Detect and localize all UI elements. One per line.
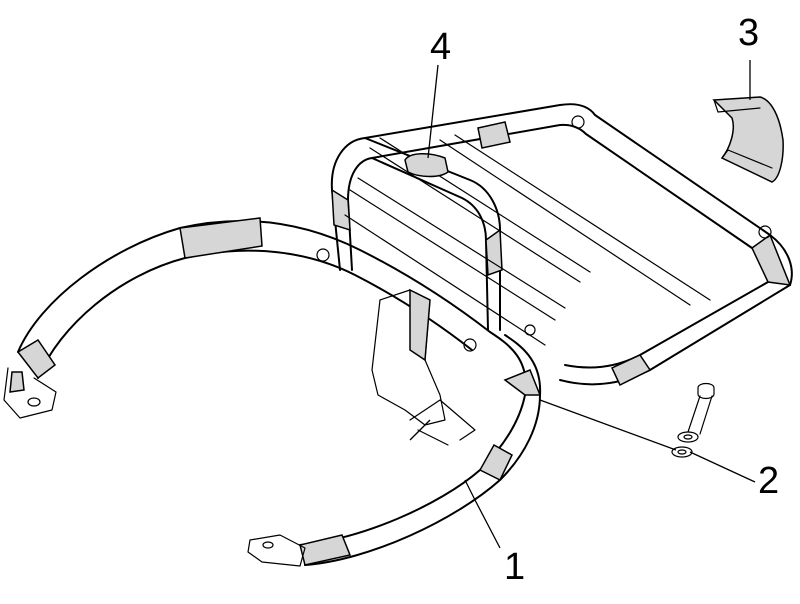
callout-4: 4 [430, 26, 452, 68]
cross-tube-2b [357, 177, 566, 309]
bracket-slash [409, 419, 431, 441]
platform-band-3 [611, 354, 652, 387]
callout-3: 3 [738, 12, 760, 54]
platform-bolt-1 [571, 115, 585, 129]
cross-tube-5 [454, 134, 711, 301]
left-arm-band-2 [179, 217, 263, 259]
cross-tube-2 [349, 189, 556, 321]
left-arm-outer [17, 219, 491, 353]
left-mount-shade [9, 371, 25, 393]
bolt-washer-set [539, 382, 715, 458]
washer-lower [671, 446, 693, 458]
bottom-mount-foot [247, 534, 306, 567]
frame-bolt-2 [463, 338, 477, 352]
left-mount-foot [3, 367, 57, 419]
left-mount-hole [27, 397, 41, 407]
cap-part [404, 153, 449, 178]
right-arm-inner [304, 334, 542, 566]
platform-bolt-2 [758, 225, 772, 239]
washer-lower-hole [677, 449, 687, 455]
upright-band-2 [485, 228, 503, 277]
washer-upper-hole [683, 434, 693, 440]
leader-4 [427, 64, 439, 159]
bottom-mount-hole [262, 541, 274, 549]
bolt-axis-line [539, 399, 677, 451]
upright-band-1 [331, 188, 351, 232]
cap-body [404, 153, 449, 178]
clip-edge [713, 99, 773, 169]
right-arm-band-1 [299, 534, 352, 566]
clip-part [712, 96, 784, 183]
platform-band-1 [477, 121, 511, 149]
callout-2: 2 [758, 460, 780, 502]
right-arm-outer [299, 331, 527, 546]
platform-band-2 [751, 233, 792, 286]
clip-body [712, 96, 784, 183]
support-bracket-shade [409, 288, 431, 362]
cross-tube-3 [344, 214, 546, 346]
washer-upper [677, 431, 699, 443]
leader-2 [689, 451, 756, 483]
leader-1 [464, 479, 501, 549]
bolt-shank [687, 395, 713, 435]
left-arm-band-1 [16, 338, 57, 380]
callout-1: 1 [504, 546, 526, 588]
bracket-lines [409, 399, 476, 446]
leader-lines [427, 60, 756, 549]
frame-bolt-1 [316, 248, 330, 262]
right-arm-band-3 [503, 369, 542, 396]
carrier-frame [3, 103, 793, 567]
support-bracket [371, 289, 446, 426]
cross-tube-4 [439, 139, 691, 306]
cross-tube-1 [369, 147, 581, 283]
left-arm-inner [37, 249, 473, 379]
platform-outer [364, 103, 793, 386]
right-arm-band-2 [478, 443, 513, 482]
